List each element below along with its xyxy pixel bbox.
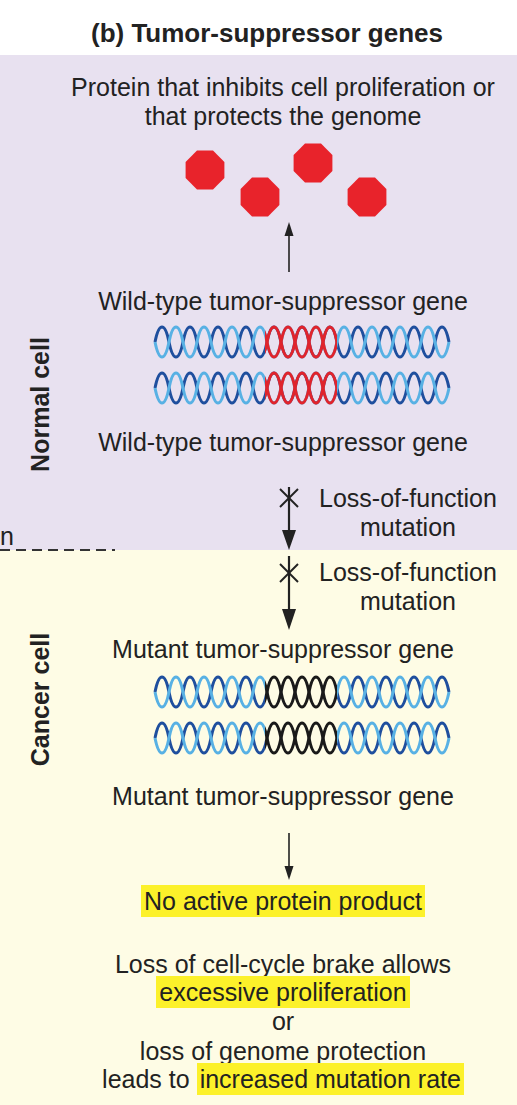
cell-type-label: Normal cell <box>26 295 55 515</box>
dna-helix <box>155 317 449 763</box>
text-line: excessive proliferation <box>30 978 517 1007</box>
cell-band: Normal cell Protein that inhibits cell pr… <box>0 55 517 550</box>
text-line: Loss-of-function mutation <box>298 558 517 616</box>
body-text: Mutant tumor-suppressor gene <box>112 635 454 663</box>
cell-band: Cancer cell Loss-of-function mutationMuta… <box>0 550 517 1105</box>
body-text: Normal cell <box>26 337 54 472</box>
body-text: Loss-of-function mutation <box>319 484 497 541</box>
body-text: leads to <box>102 1065 190 1093</box>
body-text: Cancer cell <box>26 633 54 766</box>
arrows <box>280 222 298 880</box>
body-text: Wild-type tumor-suppressor gene <box>98 428 468 456</box>
text-line: Mutant tumor-suppressor gene <box>30 782 517 811</box>
cell-type-label: Cancer cell <box>26 590 55 810</box>
protein-molecules <box>186 144 387 217</box>
highlighted-text: increased mutation rate <box>197 1063 464 1095</box>
body-text: Mutant tumor-suppressor gene <box>112 782 454 810</box>
body-text: or <box>272 1007 294 1035</box>
text-line: Loss of cell-cycle brake allows <box>30 950 517 979</box>
text-line: Mutant tumor-suppressor gene <box>30 635 517 664</box>
diagram-title: (b) Tumor-suppressor genes <box>17 19 517 48</box>
text-line: Wild-type tumor-suppressor gene <box>30 428 517 457</box>
body-text: Loss of cell-cycle brake allows <box>115 950 451 978</box>
text-line: loss of genome protection <box>30 1037 517 1066</box>
body-text: Loss-of-function mutation <box>319 558 497 615</box>
text-line: Protein that inhibits cell proliferation… <box>70 73 496 131</box>
text-line: or <box>30 1007 517 1036</box>
text-line: Wild-type tumor-suppressor gene <box>30 287 517 316</box>
body-text: loss of genome protection <box>140 1037 426 1065</box>
text-line: No active protein product <box>30 887 517 916</box>
highlighted-text: No active protein product <box>141 885 425 917</box>
divider-line <box>0 549 115 551</box>
body-text: Protein that inhibits cell proliferation… <box>71 73 495 130</box>
text-line: Loss-of-function mutation <box>298 484 517 542</box>
cut-off-label: n <box>0 522 14 551</box>
body-text: Wild-type tumor-suppressor gene <box>98 287 468 315</box>
highlighted-text: excessive proliferation <box>156 976 409 1008</box>
text-line: leads toincreased mutation rate <box>30 1065 517 1094</box>
